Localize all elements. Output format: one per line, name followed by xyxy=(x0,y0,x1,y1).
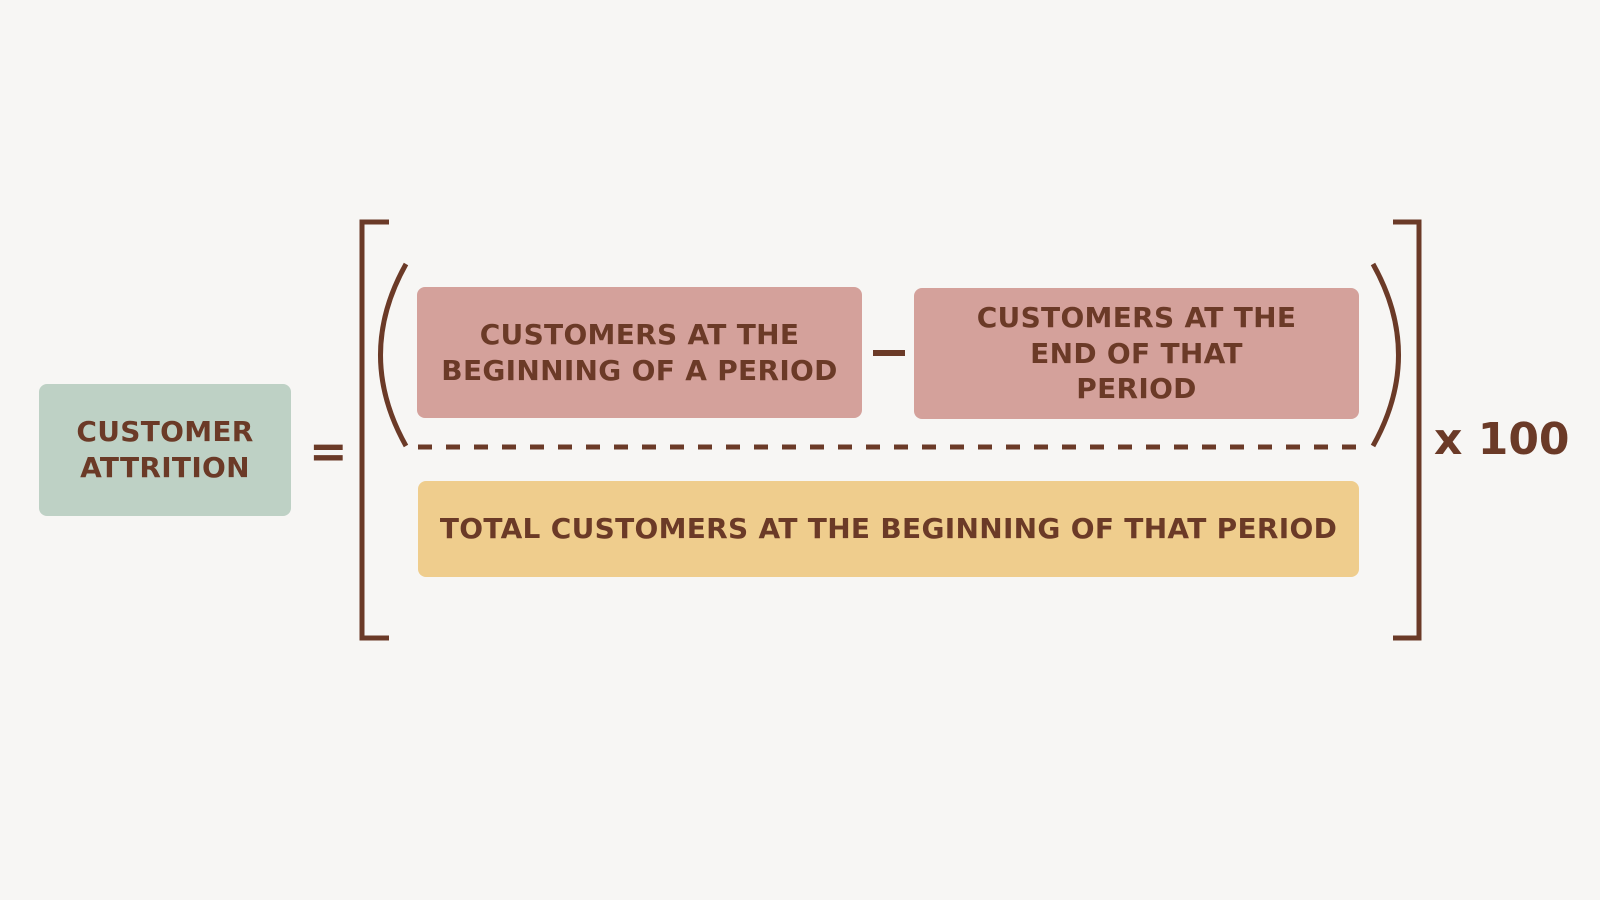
multiplier: x 100 xyxy=(1434,414,1570,465)
customers-beginning-box: CUSTOMERS AT THE BEGINNING OF A PERIOD xyxy=(417,287,862,418)
right-square-bracket xyxy=(1393,219,1422,641)
left-square-bracket xyxy=(359,219,389,641)
minus-sign: − xyxy=(873,350,905,356)
customer-attrition-label: CUSTOMER ATTRITION xyxy=(76,415,254,484)
total-customers-label: TOTAL CUSTOMERS AT THE BEGINNING OF THAT… xyxy=(439,512,1338,546)
equals-sign: = xyxy=(309,424,348,478)
total-customers-box: TOTAL CUSTOMERS AT THE BEGINNING OF THAT… xyxy=(418,481,1359,577)
right-parenthesis xyxy=(1370,262,1401,448)
customers-beginning-label: CUSTOMERS AT THE BEGINNING OF A PERIOD xyxy=(441,317,838,387)
left-parenthesis xyxy=(378,262,409,448)
customers-end-label: CUSTOMERS AT THE END OF THAT PERIOD xyxy=(976,300,1297,406)
customer-attrition-box: CUSTOMER ATTRITION xyxy=(39,384,291,516)
customers-end-box: CUSTOMERS AT THE END OF THAT PERIOD xyxy=(914,288,1359,419)
